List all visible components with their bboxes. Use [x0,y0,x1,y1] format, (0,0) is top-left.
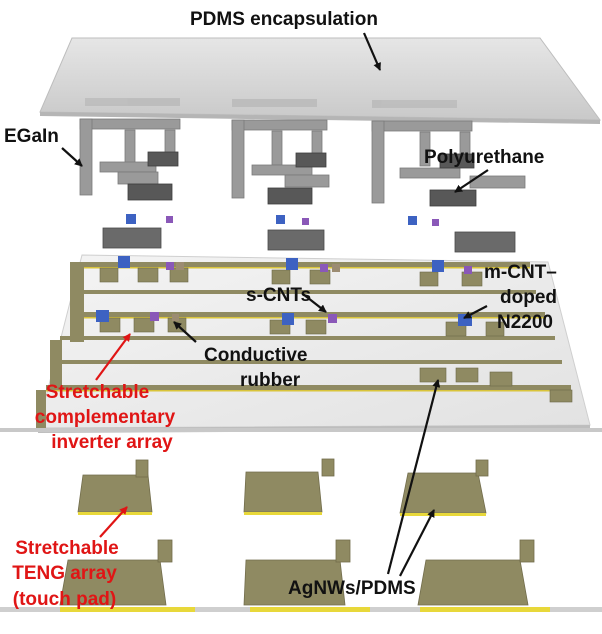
polyurethane-label: Polyurethane [424,147,545,168]
agnws-pdms-label: AgNWs/PDMS [288,578,416,599]
callout-arrows [61,32,489,577]
inverter-array-label-line3: inverter array [51,432,173,453]
teng-array-label-line3: (touch pad) [12,589,117,610]
egain-interconnect-layer [79,118,526,207]
inverter-array-label-line2: complementary [34,407,176,428]
pdms-encapsulation-label: PDMS encapsulation [190,9,378,30]
conductive-rubber-label-line2: rubber [240,370,301,391]
mcnt-label-line2: doped [500,287,557,308]
teng-array-label-line1: Stretchable [15,538,119,559]
channel-pad-layer [102,214,516,253]
pdms-encapsulation-layer [39,37,601,124]
teng-array-label-line2: TENG array [12,563,117,584]
mcnt-label-line3: N2200 [497,312,553,333]
s-cnts-label: s-CNTs [246,285,312,306]
inverter-array-label-line1: Stretchable [45,382,150,403]
mcnt-label-line1: m-CNT– [484,262,557,283]
inverter-array-electrodes [36,256,573,428]
egain-label: EGaIn [4,126,59,147]
teng-array-layer [0,428,602,612]
conductive-rubber-label-line1: Conductive [204,345,308,366]
